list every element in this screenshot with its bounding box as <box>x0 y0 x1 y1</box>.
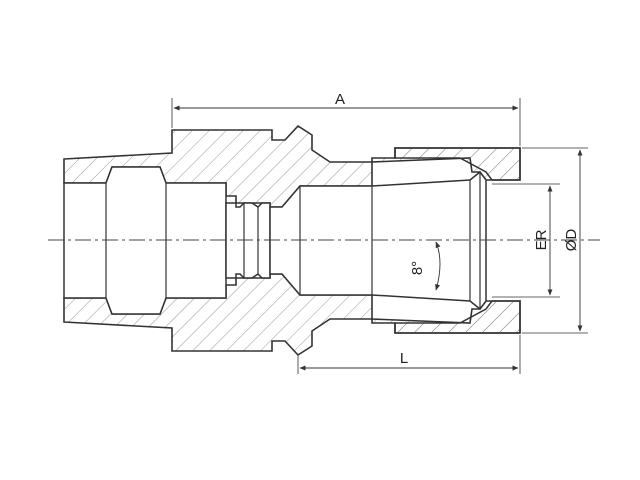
dimension-er: ER <box>492 183 560 298</box>
dimension-od: ØD <box>522 147 588 334</box>
taper-angle-label: 8° <box>409 261 426 275</box>
taper-angle: 8° <box>409 241 441 291</box>
inner-bore <box>63 166 487 315</box>
dimension-l: L <box>297 335 521 374</box>
dimension-er-label: ER <box>533 229 550 250</box>
dimension-l-label: L <box>400 350 408 367</box>
dimension-a: A <box>171 91 521 146</box>
detail-lines <box>105 172 481 309</box>
dimension-od-label: ØD <box>563 229 580 252</box>
clamping-nut <box>394 147 521 334</box>
dimension-a-label: A <box>335 91 345 108</box>
